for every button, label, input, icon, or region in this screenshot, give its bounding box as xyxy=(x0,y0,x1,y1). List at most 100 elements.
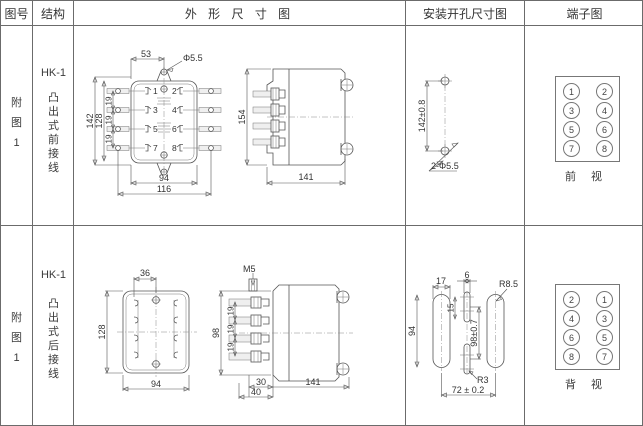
row1-terminal-5: 5 xyxy=(563,121,580,138)
row1-structure-char-3: 式 xyxy=(48,120,59,132)
row2-terminal-3: 3 xyxy=(596,310,613,327)
row2-terminal-2-label: 2 xyxy=(568,294,574,305)
row2-structure-char-6: 线 xyxy=(48,368,59,380)
row2-terminal-2: 2 xyxy=(563,291,580,308)
row1-terminal-4-label: 4 xyxy=(601,105,607,116)
svg-text:6: 6 xyxy=(172,124,177,134)
row1-structure-char-4: 前 xyxy=(48,134,59,146)
dim-17: 17 xyxy=(436,276,446,286)
column-divider-2 xyxy=(73,1,74,425)
row2-mounting-drawing: 94 17 6 15 R8.5 xyxy=(407,263,525,408)
dim-hole-dia: Φ5.5 xyxy=(183,53,203,63)
row2-terminal-box: 2 4 6 8 1 3 5 7 xyxy=(555,284,620,370)
svg-text:3: 3 xyxy=(153,105,158,115)
row2-fig-no-char-3: 1 xyxy=(13,352,20,364)
dim-19-r2-a: 19 xyxy=(227,306,236,315)
row2-structure-char-4: 后 xyxy=(48,340,59,352)
dim-98: 98 xyxy=(211,328,221,338)
row1-terminal-4: 4 xyxy=(596,102,613,119)
dim-128-rear: 128 xyxy=(97,324,107,339)
dim-6: 6 xyxy=(464,270,469,280)
row1-terminal-7: 7 xyxy=(563,140,580,157)
row2-terminal-6-label: 6 xyxy=(568,332,574,343)
row2-rear-outline-drawing: 36 128 94 xyxy=(93,263,213,403)
row2-terminal-8-label: 8 xyxy=(568,351,574,362)
dim-128: 128 xyxy=(94,113,104,128)
dim-53: 53 xyxy=(141,49,151,59)
row2-fig-no-char-1: 附 xyxy=(11,312,22,324)
dim-116: 116 xyxy=(157,184,171,194)
header-fig-no-label: 图号 xyxy=(4,6,29,21)
dim-2-phi55: 2-Φ5.5 xyxy=(431,161,459,171)
row1-terminal-3: 3 xyxy=(563,102,580,119)
row2-terminal-caption: 背 视 xyxy=(564,379,609,391)
row2-terminal-6: 6 xyxy=(563,329,580,346)
row1-terminal-caption: 前 视 xyxy=(564,171,609,183)
row1-terminal-5-label: 5 xyxy=(568,124,574,135)
dim-94-slot: 94 xyxy=(407,326,417,336)
row2-terminal-5-label: 5 xyxy=(601,332,607,343)
row1-terminal-box: 1 3 5 7 2 4 6 8 xyxy=(555,76,620,162)
row2-terminal-4-label: 4 xyxy=(568,313,574,324)
dim-142: 142 xyxy=(85,113,95,128)
row1-terminal-8-label: 8 xyxy=(601,143,607,154)
row2-terminal-1-label: 1 xyxy=(601,294,607,305)
row2-structure-char-3: 式 xyxy=(48,326,59,338)
row1-terminal-1: 1 xyxy=(563,83,580,100)
header-mounting-drawing: 安装开孔尺寸图 xyxy=(406,1,524,25)
dim-141-r2: 141 xyxy=(305,377,320,387)
row1-structure: 凸 出 式 前 接 线 xyxy=(48,91,59,175)
row1-terminal-2: 2 xyxy=(596,83,613,100)
header-outline-drawing-label: 外 形 尺 寸 图 xyxy=(184,6,295,21)
row1-model: HK-1 xyxy=(40,67,67,79)
row1-terminal-6: 6 xyxy=(596,121,613,138)
row2-terminal-8: 8 xyxy=(563,348,580,365)
row1-structure-char-5: 接 xyxy=(48,148,59,160)
header-structure-label: 结构 xyxy=(40,6,65,21)
row1-mounting-drawing: 142±0.8 2-Φ5.5 xyxy=(413,63,523,193)
dim-19-a: 19 xyxy=(105,96,114,105)
header-outline-drawing: 外 形 尺 寸 图 xyxy=(74,1,405,25)
svg-text:2: 2 xyxy=(172,86,177,96)
row2-terminal-4: 4 xyxy=(563,310,580,327)
dim-94-rear: 94 xyxy=(151,379,161,389)
svg-text:8: 8 xyxy=(172,143,177,153)
row1-fig-no-char-2: 图 xyxy=(11,117,22,129)
dim-154: 154 xyxy=(237,109,247,124)
row2-structure-char-1: 凸 xyxy=(48,298,59,310)
dim-30: 30 xyxy=(256,377,266,387)
dim-40: 40 xyxy=(251,387,261,397)
row2-structure-char-5: 接 xyxy=(48,354,59,366)
row2-fig-no: 附 图 1 xyxy=(11,311,22,365)
header-fig-no: 图号 xyxy=(1,1,32,25)
dim-19-c: 19 xyxy=(105,134,114,143)
column-divider-4 xyxy=(524,1,525,425)
row1-terminal-7-label: 7 xyxy=(568,143,574,154)
row1-terminal-3-label: 3 xyxy=(568,105,574,116)
dim-15: 15 xyxy=(447,303,456,312)
row1-terminal-2-label: 2 xyxy=(601,86,607,97)
dim-r85: R8.5 xyxy=(499,279,518,289)
row1-structure-char-1: 凸 xyxy=(48,92,59,104)
header-divider xyxy=(1,25,642,26)
row2-structure-char-2: 出 xyxy=(48,312,59,324)
dim-94: 94 xyxy=(159,173,169,183)
column-divider-1 xyxy=(32,1,33,425)
dim-98-tol: 98±0.7 xyxy=(469,319,479,346)
row1-terminal-8: 8 xyxy=(596,140,613,157)
row2-fig-no-char-2: 图 xyxy=(11,332,22,344)
header-mounting-drawing-label: 安装开孔尺寸图 xyxy=(422,6,507,21)
row1-terminal-1-label: 1 xyxy=(568,86,574,97)
row-divider xyxy=(1,225,642,226)
row2-terminal-1: 1 xyxy=(596,291,613,308)
dim-141: 141 xyxy=(298,172,313,182)
row1-structure-char-2: 出 xyxy=(48,106,59,118)
row1-side-outline-drawing: 154 141 xyxy=(237,59,381,199)
row1-fig-no-char-3: 1 xyxy=(13,137,20,149)
svg-text:1: 1 xyxy=(153,86,158,96)
row1-front-outline-drawing: 1 2 3 4 xyxy=(85,49,232,203)
column-divider-3 xyxy=(405,1,406,425)
row1-terminal-6-label: 6 xyxy=(601,124,607,135)
dim-19-r2-c: 19 xyxy=(227,342,236,351)
row2-terminal-7: 7 xyxy=(596,348,613,365)
